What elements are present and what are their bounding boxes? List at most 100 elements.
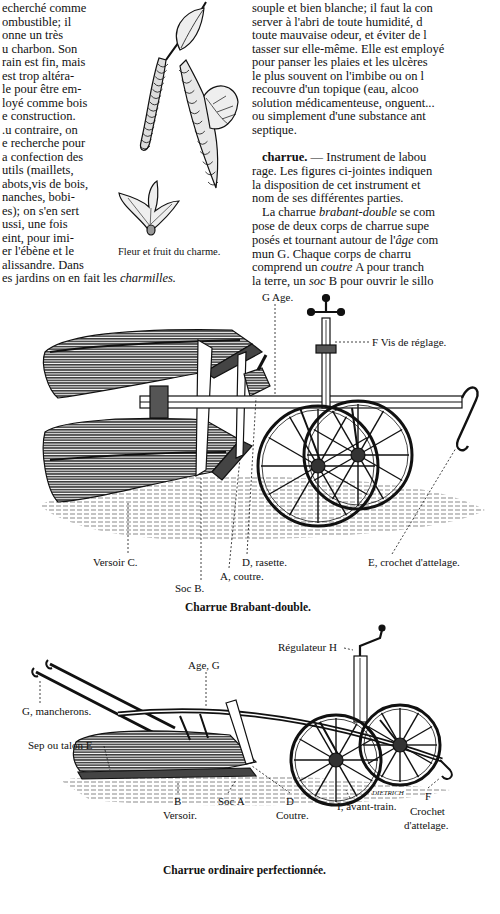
body-text: I, avant-train. <box>337 800 397 812</box>
brabant-plough-illustration <box>140 396 462 408</box>
ordinary-plough-illustration <box>295 719 377 801</box>
brabant-plough-illustration <box>338 309 345 316</box>
body-text: er l'ébène et le <box>2 244 74 258</box>
body-text: tasser sur elle-même. Elle est employé <box>252 42 444 56</box>
brabant-plough-illustration <box>323 438 367 464</box>
body-text: Age, G <box>188 659 220 671</box>
text-line: solution médicamenteuse, onguent... <box>252 97 435 111</box>
hornbeam-illustration <box>147 114 157 117</box>
leader-line <box>344 648 353 650</box>
hornbeam-illustration <box>140 58 166 150</box>
text-line: D <box>286 795 294 807</box>
body-text: d'attelage. <box>404 819 448 831</box>
text-line: pose de deux corps de charrue supe <box>252 220 429 234</box>
text-line: rain est fin, mais <box>2 56 85 70</box>
text-line: la terre, unsocB pour ouvrir le sillo <box>252 275 434 289</box>
ordinary-plough-illustration <box>399 751 400 782</box>
body-text: A, coutre. <box>220 570 264 582</box>
hornbeam-illustration <box>140 146 150 149</box>
body-text: E, crochet d'attelage. <box>368 556 460 568</box>
body-text: F <box>425 790 431 802</box>
brabant-plough-illustration <box>258 406 378 526</box>
text-line: toute mauvaise odeur, et éviter de l <box>252 29 427 43</box>
hornbeam-illustration <box>181 10 203 48</box>
body-text: mun G. Chaque corps de charru <box>252 247 411 261</box>
ordinary-plough-illustration <box>32 625 452 805</box>
text-line: recouvre d'un topique (eau, alcoo <box>252 83 418 97</box>
hornbeam-illustration <box>190 111 200 114</box>
text-line: septique. <box>252 124 297 138</box>
body-text: Régulateur H <box>278 641 337 653</box>
ordinary-plough-illustration <box>335 766 336 802</box>
body-text: la terre, un <box>252 274 306 288</box>
ordinary-plough-illustration <box>440 760 452 779</box>
text-line: souple et bien blanche; il faut la con <box>252 2 433 16</box>
hornbeam-illustration <box>192 121 202 124</box>
leader-line <box>428 778 440 788</box>
hornbeam-illustration <box>154 83 164 86</box>
italic-text: soc <box>309 274 326 288</box>
text-line: F Vis de réglage. <box>372 336 446 348</box>
hornbeam-illustration <box>155 77 165 80</box>
text-line: La charruebrabant-doublese com <box>262 206 435 220</box>
text-line: Régulateur H <box>278 641 337 653</box>
body-text: es); on s'en sert <box>2 204 79 218</box>
text-line: a confection des <box>2 151 83 165</box>
body-text: D <box>286 795 294 807</box>
body-text: com <box>417 233 439 247</box>
body-text: pour panser les plaies et les ulcères <box>252 55 428 69</box>
brabant-plough-illustration <box>316 345 336 353</box>
text-line: Crochet <box>410 805 445 817</box>
brabant-plough-illustration <box>258 406 378 526</box>
leader-line <box>206 672 207 708</box>
ordinary-plough-illustration <box>226 700 254 764</box>
ordinary-plough-illustration <box>300 763 331 781</box>
body-text: loyé comme bois <box>2 96 87 110</box>
text-line: Soc A <box>218 795 245 807</box>
ordinary-plough-illustration <box>339 765 357 796</box>
ordinary-plough-illustration <box>379 625 385 631</box>
ordinary-plough-illustration <box>403 750 419 777</box>
body-text: G, mancherons. <box>22 705 91 717</box>
leader-line <box>104 746 110 770</box>
text-line: es); on s'en sert <box>2 205 79 219</box>
body-text: Versoir. <box>163 809 197 821</box>
hornbeam-illustration <box>203 162 213 165</box>
ordinary-plough-illustration <box>399 708 400 739</box>
body-text: comprend un <box>252 260 318 274</box>
leader-line <box>252 766 290 793</box>
body-text: Soc A <box>218 795 245 807</box>
text-line: Charrue Brabant-double. <box>185 601 311 614</box>
brabant-plough-illustration <box>322 318 330 408</box>
hornbeam-illustration <box>200 151 210 154</box>
text-line: la disposition de cet instrument et <box>252 179 420 193</box>
body-text: pose de deux corps de charrue supe <box>252 219 429 233</box>
text-line: ou simplement d'une substance ant <box>252 110 426 124</box>
leader-line <box>275 304 276 394</box>
body-text: e recherche pour <box>2 136 85 150</box>
body-text: abots,vis de bois, <box>2 177 88 191</box>
hornbeam-illustration <box>119 181 179 232</box>
ordinary-plough-illustration <box>291 715 381 805</box>
body-text: alissandre. Dans <box>2 258 84 272</box>
ordinary-plough-illustration <box>406 744 437 745</box>
text-line: le plus souvent on l'imbibe ou on l <box>252 70 424 84</box>
text-line: es jardins on en fait lescharmilles. <box>2 272 176 286</box>
leader-line <box>128 304 456 580</box>
body-text: Versoir C. <box>93 556 138 568</box>
ordinary-plough-illustration <box>341 739 372 757</box>
brabant-plough-illustration <box>326 320 327 406</box>
body-text: Crochet <box>410 805 445 817</box>
text-line: utils (maillets, <box>2 164 74 178</box>
text-line: Charrue ordinaire perfectionnée. <box>163 864 326 877</box>
body-text: rain est fin, mais <box>2 55 85 69</box>
hornbeam-illustration <box>206 96 236 124</box>
hornbeam-illustration <box>148 108 158 111</box>
leader-line <box>229 458 240 568</box>
body-text: la disposition de cet instrument et <box>252 178 420 192</box>
text-line: Coutre. <box>276 809 309 821</box>
text-line: nanches, bobi- <box>2 191 75 205</box>
brabant-plough-illustration <box>304 401 412 509</box>
body-text: le plus souvent on l'imbibe ou on l <box>252 69 424 83</box>
leader-line <box>392 448 456 554</box>
